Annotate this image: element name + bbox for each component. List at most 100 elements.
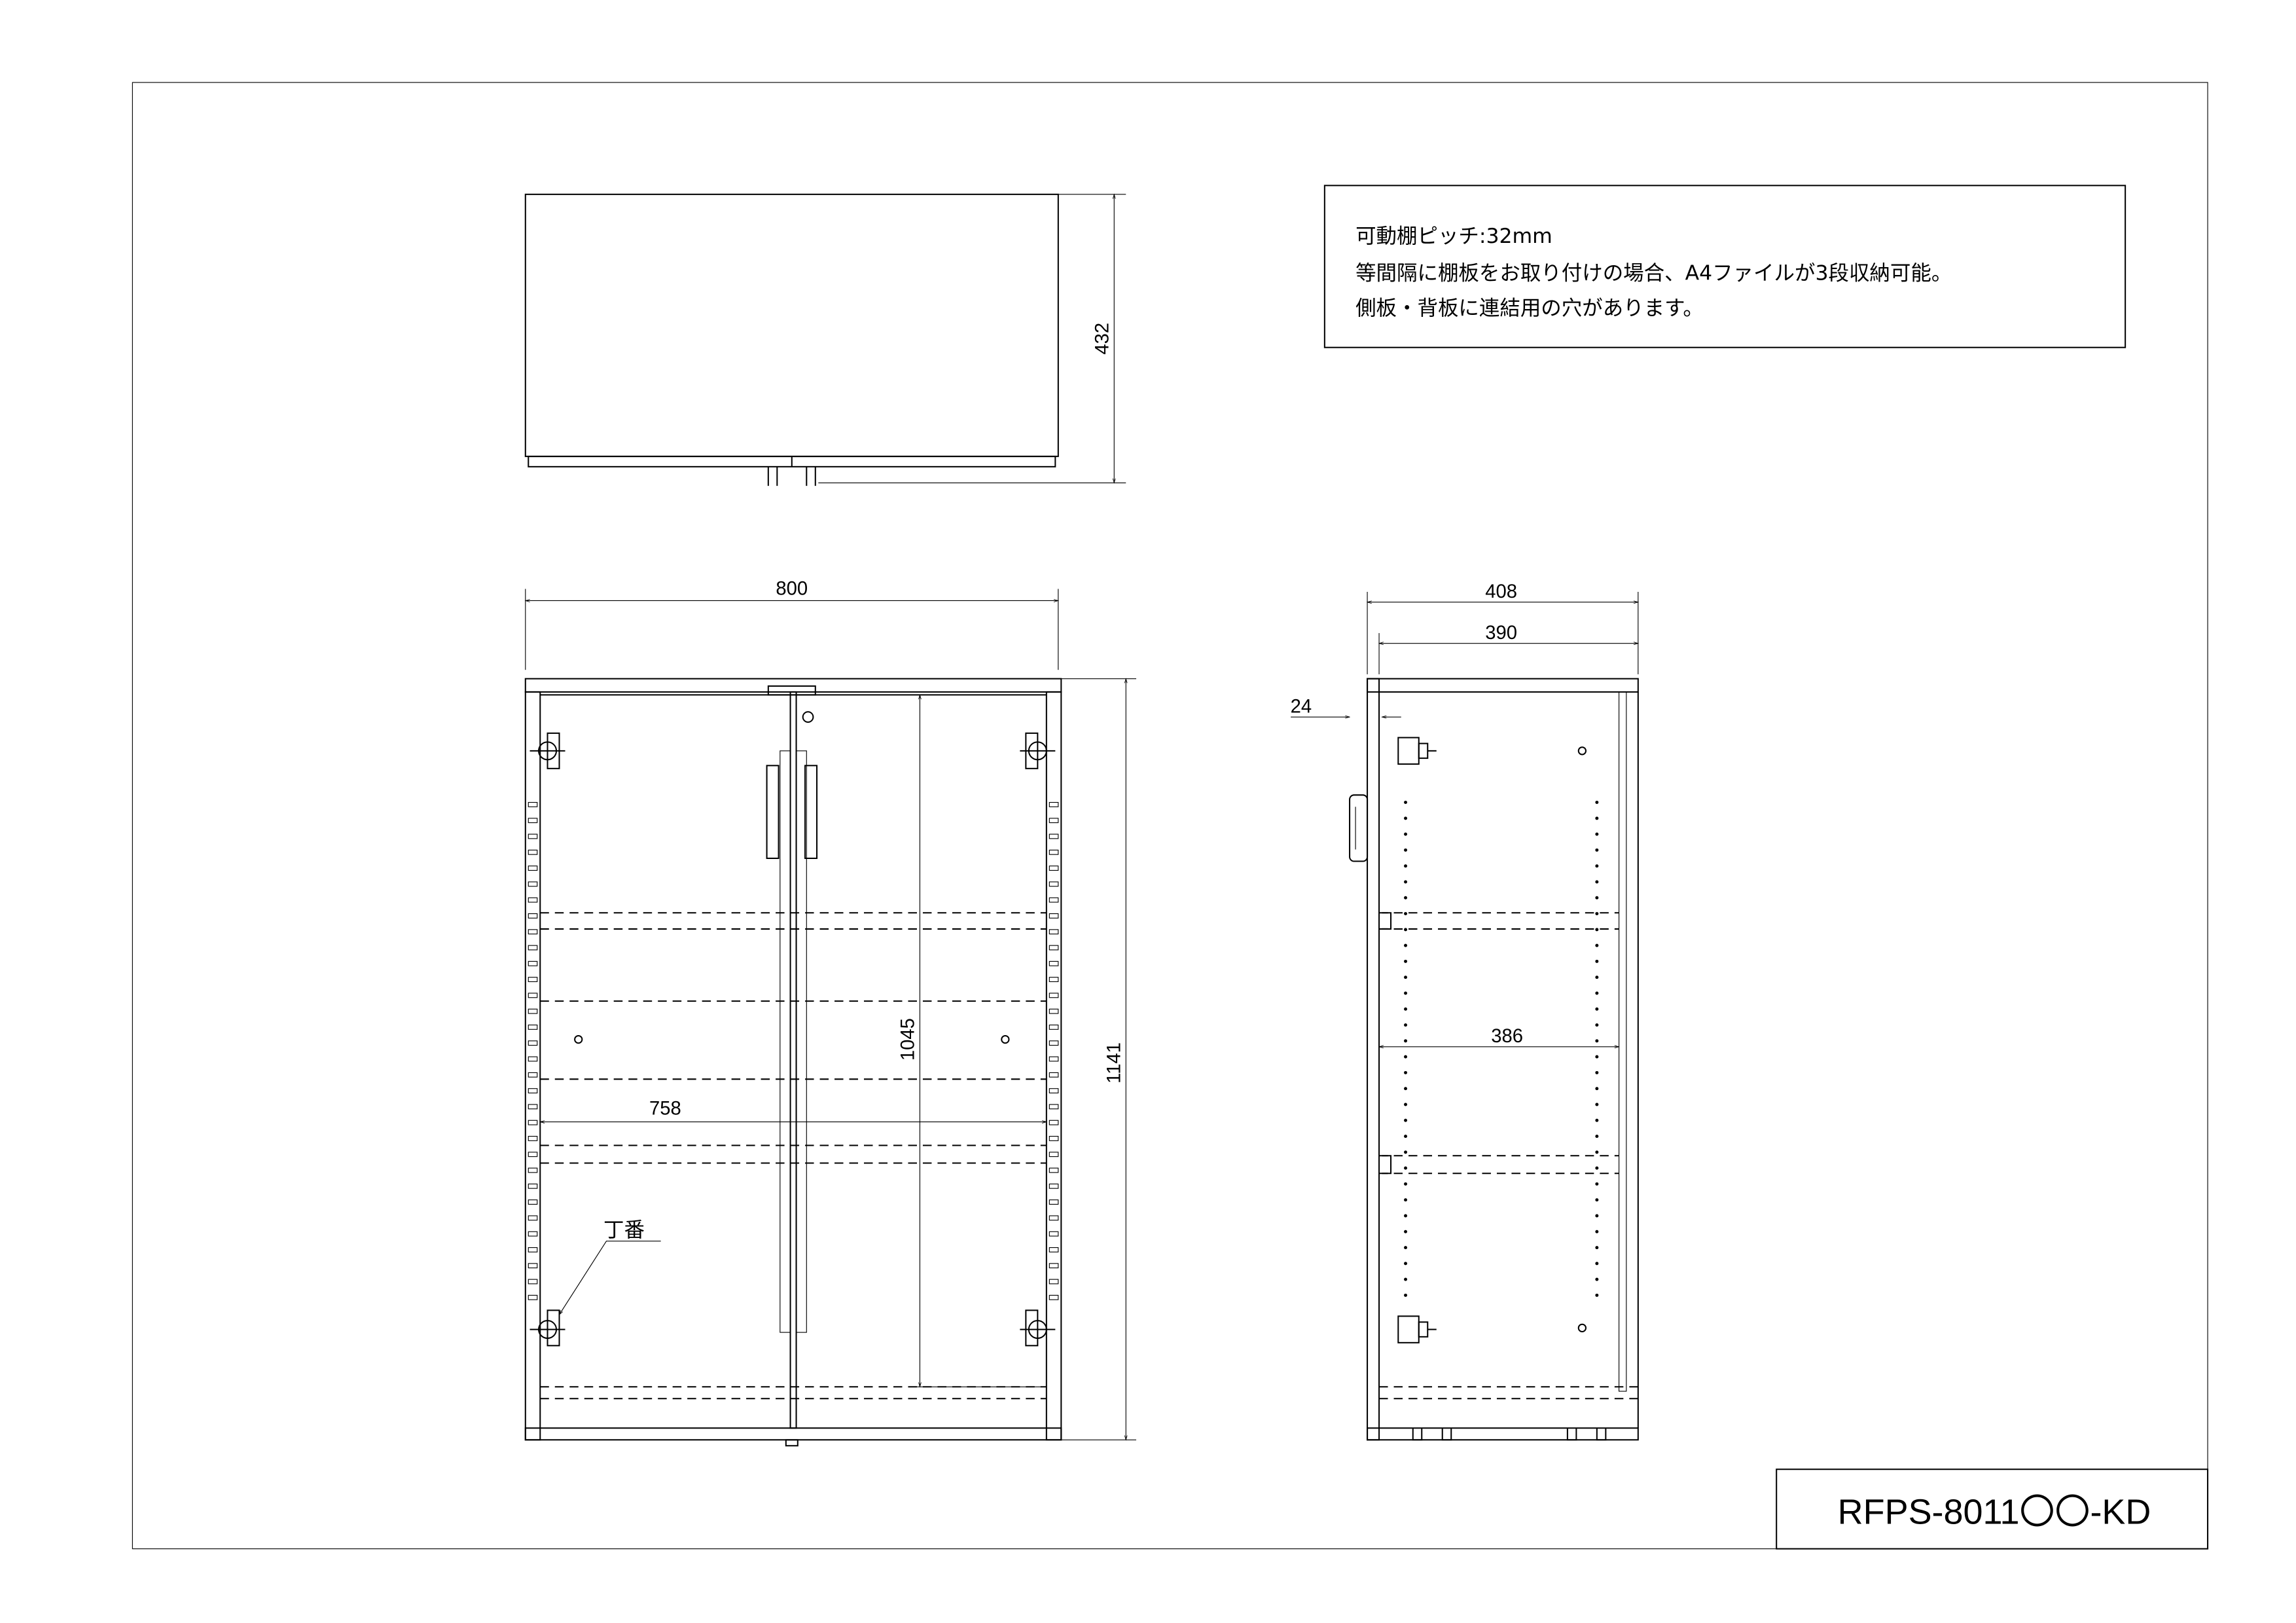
front-height-dimension: 1141 — [1103, 1042, 1124, 1084]
shelf-pin-hole — [1049, 818, 1059, 824]
shelf-pin-hole — [528, 1167, 538, 1173]
shelf-pin-hole — [528, 1056, 538, 1062]
shelf-depth-dimension: 386 — [1491, 1026, 1523, 1047]
shelf-pin-hole — [528, 818, 538, 824]
shelf-pin-hole — [1049, 1025, 1059, 1030]
shelf-pin-hole — [1049, 1263, 1059, 1269]
door-thickness-dimension: 24 — [1291, 696, 1312, 717]
shelf-pin-hole — [1049, 929, 1059, 935]
shelf-pin-hole — [528, 945, 538, 951]
shelf-pin-hole — [1595, 1118, 1599, 1122]
title-block: RFPS-8011〇〇-KD — [1776, 1468, 2209, 1550]
shelf-pin-hole — [1049, 1120, 1059, 1125]
shelf-pin-hole — [1049, 833, 1059, 839]
shelf-pin-hole — [1595, 1055, 1599, 1059]
shelf-pin-hole — [1595, 864, 1599, 868]
shelf-pin-hole — [1049, 1136, 1059, 1141]
shelf-pin-hole — [1049, 960, 1059, 966]
shelf-pin-hole — [1404, 1277, 1407, 1281]
shelf-pin-hole — [1049, 1104, 1059, 1110]
shelf-pin-hole — [1049, 1215, 1059, 1221]
shelf-pin-hole — [1404, 1118, 1407, 1122]
side-view: 408 390 24 386 — [1291, 581, 1638, 1441]
shelf-pin-hole — [1049, 1167, 1059, 1173]
shelf-pin-hole — [1595, 832, 1599, 836]
shelf-lines — [540, 912, 1047, 1400]
shelf-pin-hole — [1404, 1103, 1407, 1106]
shelf-pin-hole — [1049, 1279, 1059, 1285]
shelf-pin-hole — [528, 1215, 538, 1221]
shelf-pin-hole — [1595, 1293, 1599, 1297]
shelf-pin-hole — [1049, 945, 1059, 951]
shelf-pin-hole — [1049, 897, 1059, 903]
shelf-pin-hole — [1595, 1166, 1599, 1170]
shelf-pin-hole — [528, 977, 538, 983]
shelf-pin-hole — [1404, 864, 1407, 868]
shelf-pin-hole — [1595, 943, 1599, 947]
shelf-pin-hole — [1404, 848, 1407, 852]
hinge-icon — [529, 732, 565, 769]
shelf-pin-hole — [1404, 1198, 1407, 1202]
shelf-pin-hole — [1595, 801, 1599, 805]
shelf-pin-hole — [1404, 1087, 1407, 1091]
shelf-pin-hole — [528, 993, 538, 998]
shelf-pin-hole — [1595, 1023, 1599, 1027]
shelf-pin-hole — [1404, 1150, 1407, 1154]
shelf-pin-hole — [528, 833, 538, 839]
shelf-pin-hole — [1595, 896, 1599, 900]
shelf-pin-hole — [1595, 1150, 1599, 1154]
shelf-pin-hole — [1404, 816, 1407, 820]
shelf-pin-hole — [1595, 912, 1599, 916]
hinge-icon — [1397, 1315, 1437, 1343]
model-number: RFPS-8011〇〇-KD — [1838, 1492, 2151, 1531]
hinge-icon — [1397, 737, 1437, 765]
shelf-pin-hole — [528, 866, 538, 871]
shelf-pin-hole — [1595, 1087, 1599, 1091]
shelf-pin-hole — [1404, 959, 1407, 963]
shelf-pin-hole — [1595, 1214, 1599, 1218]
shelf-pin-hole — [528, 1294, 538, 1300]
note-line-2: 等間隔に棚板をお取り付けの場合、A4ファイルが3段収納可能。 — [1355, 261, 1952, 285]
hinge-icon — [1020, 1309, 1056, 1347]
shelf-pin-hole — [1595, 816, 1599, 820]
shelf-pin-hole — [1049, 1040, 1059, 1046]
shelf-pin-hole — [1404, 1182, 1407, 1186]
shelf-pin-hole — [1049, 913, 1059, 919]
shelf-pin-hole — [528, 913, 538, 919]
shelf-pin-hole — [528, 1136, 538, 1141]
shelf-pin-hole — [1049, 849, 1059, 855]
shelf-pin-hole — [528, 1008, 538, 1014]
shelf-pin-hole — [1049, 881, 1059, 887]
shelf-pin-hole — [1404, 880, 1407, 884]
front-width-dimension: 800 — [776, 578, 808, 599]
hinge-label: 丁番 — [603, 1218, 645, 1242]
hinge-icon — [529, 1309, 565, 1347]
shelf-pin-hole — [528, 1040, 538, 1046]
shelf-pin-hole — [1404, 1023, 1407, 1027]
shelf-pin-hole — [1595, 1262, 1599, 1266]
shelf-pin-hole — [1595, 1103, 1599, 1106]
shelf-pin-hole — [528, 1152, 538, 1158]
shelf-pin-hole — [1404, 928, 1407, 932]
front-view: 800 — [526, 578, 1137, 1447]
shelf-pin-hole — [1595, 991, 1599, 995]
shelf-pin-hole — [1404, 1246, 1407, 1250]
shelf-pin-hole — [1404, 1055, 1407, 1059]
shelf-pin-hole — [1595, 880, 1599, 884]
shelf-pin-hole — [528, 1183, 538, 1189]
shelf-pin-hole — [1404, 896, 1407, 900]
shelf-pin-hole — [1404, 832, 1407, 836]
shelf-pin-hole — [1049, 993, 1059, 998]
shelf-pin-hole — [1595, 1039, 1599, 1043]
shelf-pin-hole — [1404, 1135, 1407, 1139]
shelf-pin-hole — [1404, 1230, 1407, 1233]
side-inner-depth-dimension: 390 — [1485, 623, 1517, 644]
shelf-pin-hole — [528, 960, 538, 966]
shelf-pin-hole — [528, 897, 538, 903]
shelf-pin-hole — [1404, 1293, 1407, 1297]
shelf-pin-hole — [528, 881, 538, 887]
note-line-1: 可動棚ピッチ:32mm — [1355, 225, 1552, 248]
shelf-pin-hole — [1595, 1070, 1599, 1074]
shelf-pin-hole — [1049, 1056, 1059, 1062]
